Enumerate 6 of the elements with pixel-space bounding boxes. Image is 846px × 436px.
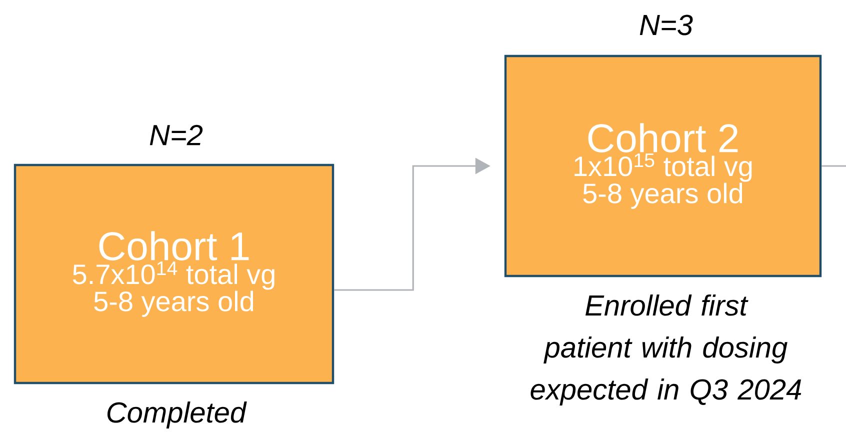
cohort-box: Cohort 2 1x10$^{15}$ total vg 5-8 years old [504, 54, 822, 278]
status-note: Enrolled first patient with dosing expected in Q3 2024 [530, 294, 802, 406]
cohort-box: Cohort 1 5.7x10$^{14}$ total vg 5-8 years old [14, 164, 334, 384]
count-label: N=2 [150, 124, 203, 146]
count-label: N=3 [640, 14, 693, 36]
status-note: Completed [108, 401, 247, 428]
